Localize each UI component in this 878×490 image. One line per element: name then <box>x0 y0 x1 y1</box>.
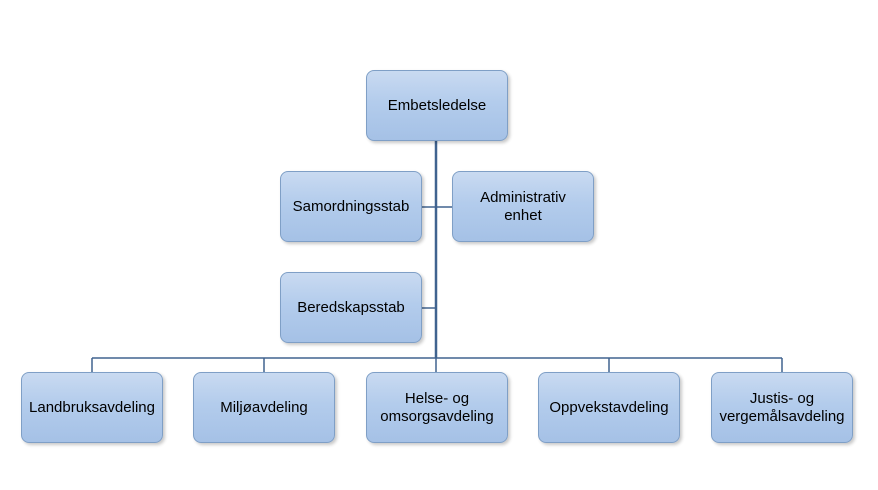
node-oppvekstavdeling-label: Oppvekstavdeling <box>549 398 669 416</box>
node-embetsledelse: Embetsledelse <box>366 70 508 141</box>
node-oppvekstavdeling: Oppvekstavdeling <box>538 372 680 443</box>
node-landbruksavdeling: Landbruksavdeling <box>21 372 163 443</box>
node-administrativ-enhet: Administrativ enhet <box>452 171 594 242</box>
node-samordningsstab: Samordningsstab <box>280 171 422 242</box>
node-administrativ-enhet-label: Administrativ enhet <box>480 188 566 224</box>
node-miljoavdeling-label: Miljøavdeling <box>220 398 308 416</box>
node-helse-og-omsorgsavdeling-label: Helse- og omsorgsavdeling <box>380 389 494 425</box>
node-embetsledelse-label: Embetsledelse <box>387 96 487 114</box>
node-miljoavdeling: Miljøavdeling <box>193 372 335 443</box>
node-beredskapsstab: Beredskapsstab <box>280 272 422 343</box>
node-justis-og-vergemalsavdeling-label: Justis- og vergemålsavdeling <box>719 389 845 425</box>
node-helse-og-omsorgsavdeling: Helse- og omsorgsavdeling <box>366 372 508 443</box>
node-landbruksavdeling-label: Landbruksavdeling <box>29 398 155 416</box>
node-beredskapsstab-label: Beredskapsstab <box>297 298 405 316</box>
node-justis-og-vergemalsavdeling: Justis- og vergemålsavdeling <box>711 372 853 443</box>
node-samordningsstab-label: Samordningsstab <box>292 197 410 215</box>
